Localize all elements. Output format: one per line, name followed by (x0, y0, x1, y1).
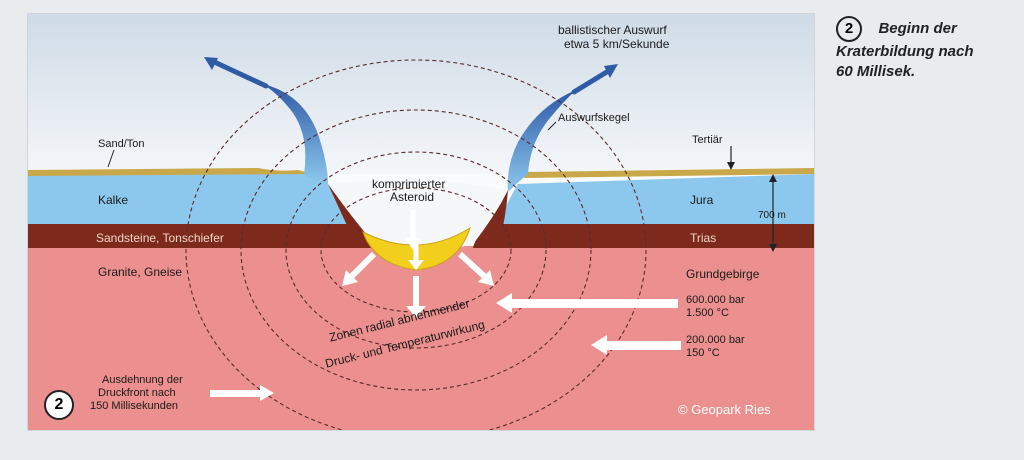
sky (28, 14, 814, 174)
thickness-scale-top (769, 174, 777, 182)
label-ausdehnung-line1: Ausdehnung der (102, 374, 183, 386)
crater-cross-section (28, 14, 814, 430)
label-pressure-1: 600.000 bar (686, 294, 745, 306)
label-pressure-2: 200.000 bar (686, 334, 745, 346)
limestone-layer-left (28, 174, 358, 224)
crater-wall-right (473, 190, 508, 248)
thickness-scale-bottom (769, 244, 777, 252)
auswurfskegel-pointer (547, 121, 557, 131)
basement-layer (28, 246, 814, 430)
ejecta-curtain-right (507, 90, 576, 192)
label-temp-2: 150 °C (686, 347, 720, 359)
caption-line1: Beginn der (878, 20, 957, 38)
sand-layer-left (28, 168, 313, 176)
label-ausdehnung-line2: Druckfront nach (98, 387, 176, 399)
ejecta-arrowhead-left (204, 57, 218, 70)
tertiaer-pointer-head (727, 162, 735, 170)
ejecta-arrowhead-right (604, 64, 618, 78)
label-temp-1: 1.500 °C (686, 307, 729, 319)
caption-line3: 60 Millisek. (836, 63, 916, 80)
ejecta-arrow-right (571, 67, 613, 95)
sand-pointer (107, 149, 115, 168)
label-trias: Trias (690, 231, 717, 245)
shock-arrowheads (342, 260, 494, 318)
label-sandsteine: Sandsteine, Tonschiefer (96, 231, 224, 245)
copyright: © Geopark Ries (678, 402, 771, 417)
asteroid-pointer-head (405, 238, 421, 250)
caption-line2: Kraterbildung nach (836, 43, 974, 60)
label-thickness: 700 m (758, 210, 786, 221)
label-grundgebirge: Grundgebirge (686, 267, 760, 281)
pressure-pointer-arrows (210, 293, 681, 401)
label-ballistic-line2: etwa 5 km/Sekunde (564, 37, 670, 51)
ejecta-curtain-left (263, 84, 328, 184)
pressure-zones (185, 59, 647, 430)
limestone-layer-right (498, 174, 814, 224)
label-jura: Jura (690, 193, 714, 207)
ejecta-arrow-left (207, 57, 269, 89)
sand-layer-right (524, 168, 814, 178)
sandstone-layer-right (473, 224, 814, 248)
step-badge: 2 (44, 390, 74, 420)
label-komprimiert-line2: Asteroid (390, 190, 435, 204)
diagram-panel: Sand/Ton Kalke Sandsteine, Tonschiefer G… (28, 14, 814, 430)
label-ballistic-line1: ballistischer Auswurf (558, 23, 667, 37)
label-auswurfskegel: Auswurfskegel (558, 112, 630, 124)
label-sand-ton: Sand/Ton (98, 138, 145, 150)
label-tertiaer: Tertiär (692, 134, 723, 146)
step-number: 2 (836, 16, 862, 42)
label-ausdehnung-line3: 150 Millisekunden (90, 400, 179, 412)
label-komprimiert-line1: komprimierter (372, 177, 446, 191)
label-kalke: Kalke (98, 193, 129, 207)
step-caption: 2 Beginn der Kraterbildung nach 60 Milli… (836, 16, 1016, 82)
sandstone-layer-left (28, 224, 378, 248)
label-granite: Granite, Gneise (98, 265, 183, 279)
